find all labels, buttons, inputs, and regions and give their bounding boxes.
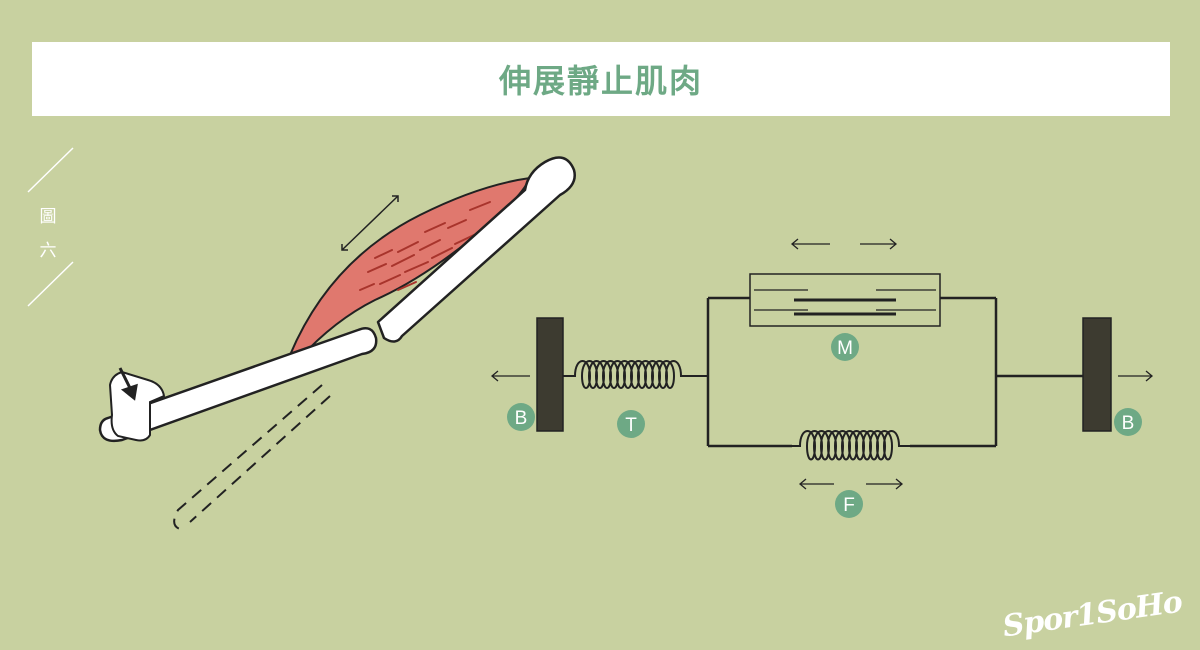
title-bar: 伸展靜止肌肉 xyxy=(32,42,1170,116)
badge-tendon-text: T xyxy=(625,415,637,436)
badge-bone-right-text: B xyxy=(1122,413,1135,434)
badge-muscle: M xyxy=(831,333,859,361)
badge-tendon: T xyxy=(617,410,645,438)
fascia-arrows xyxy=(798,478,904,490)
pull-arrow-left xyxy=(490,370,530,382)
humerus-bone xyxy=(376,156,576,343)
parallel-frame xyxy=(706,296,1083,448)
pull-arrow xyxy=(118,367,138,401)
pull-arrow-right xyxy=(1118,370,1154,382)
tendon-spring xyxy=(563,360,708,389)
bone-wall-left xyxy=(536,317,564,432)
figure-label-char-1: 圖 xyxy=(39,207,57,227)
forearm-bone xyxy=(98,327,378,443)
muscle-fibers xyxy=(359,201,491,291)
fascia-spring xyxy=(792,430,910,461)
badge-bone-right: B xyxy=(1114,408,1142,436)
badge-bone-left-text: B xyxy=(515,408,528,429)
badge-fascia-text: F xyxy=(843,495,855,516)
figure-label: 圖 六 xyxy=(36,200,60,268)
muscle-element xyxy=(749,273,941,327)
bone-wall-right xyxy=(1082,317,1112,432)
stretch-arrow xyxy=(341,195,399,251)
figure-label-char-2: 六 xyxy=(39,241,57,261)
motion-trail xyxy=(173,384,331,531)
badge-bone-left: B xyxy=(507,403,535,431)
muscle-arrows xyxy=(790,238,898,250)
badge-fascia: F xyxy=(835,490,863,518)
badge-muscle-text: M xyxy=(837,338,853,359)
page-title: 伸展靜止肌肉 xyxy=(498,62,703,100)
